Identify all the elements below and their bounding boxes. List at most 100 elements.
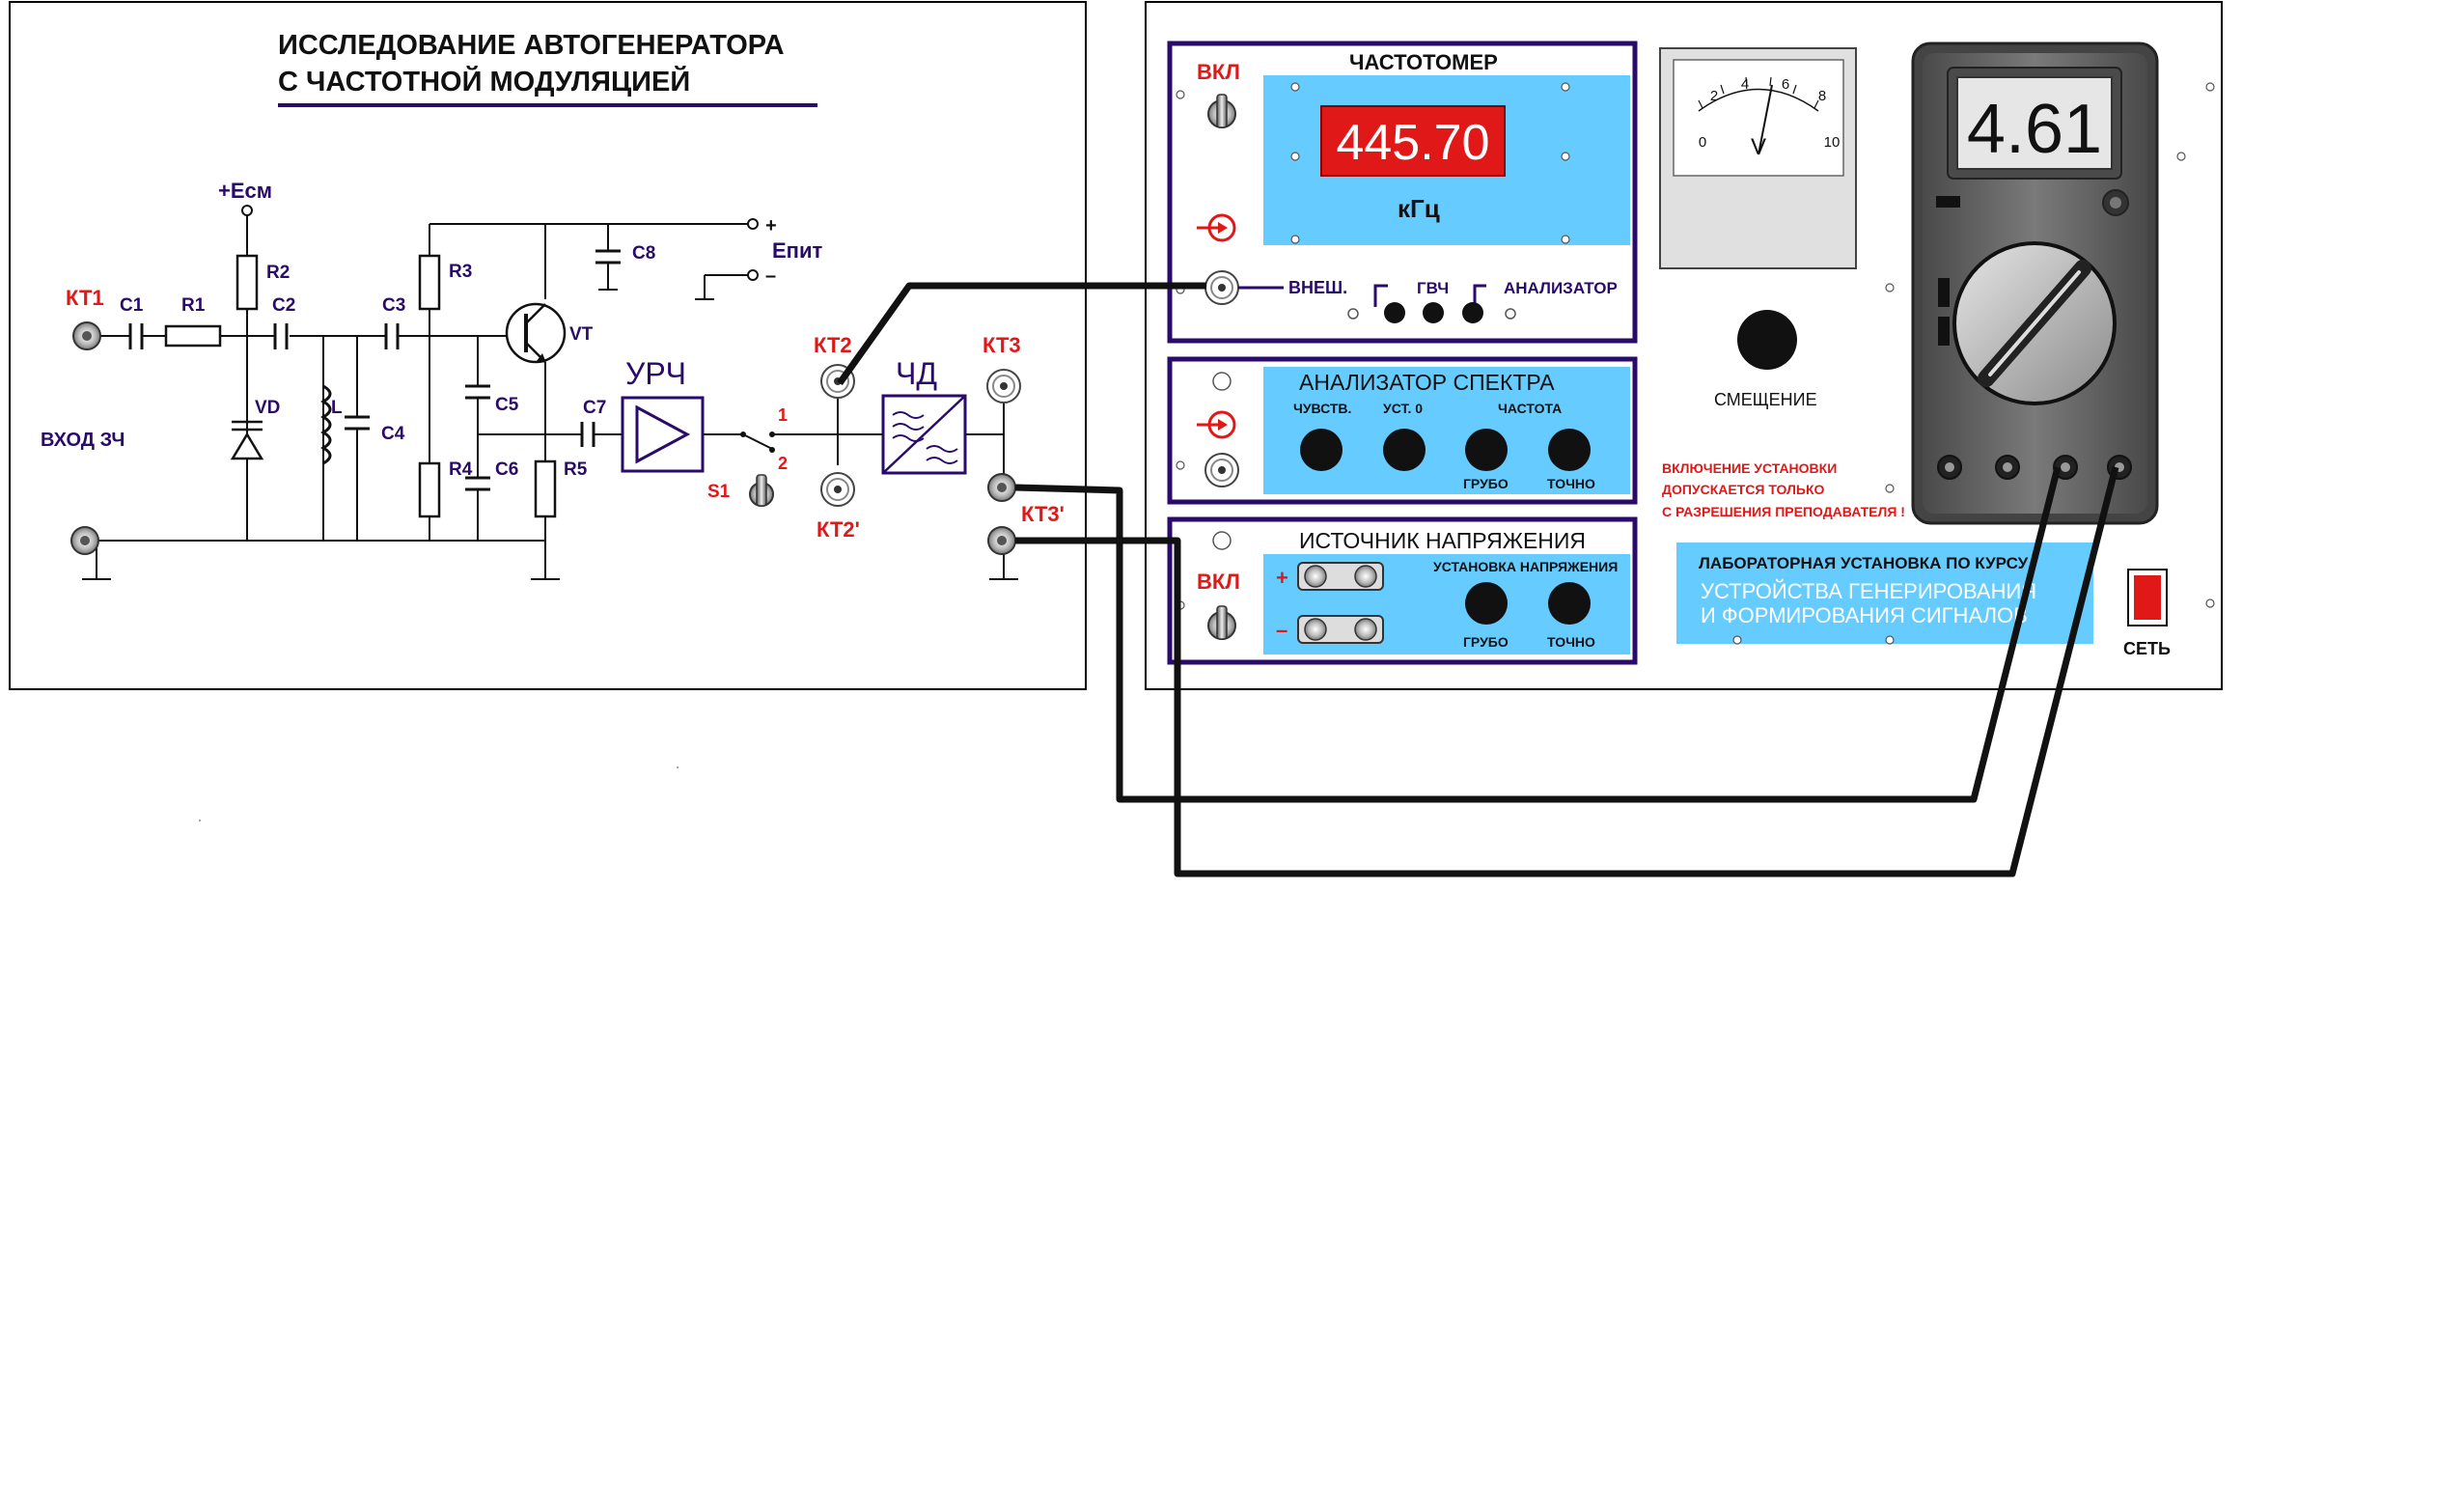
spectrum-analyzer-input-icon [1197, 410, 1236, 439]
set0-label: УСТ. 0 [1383, 401, 1423, 416]
capacitor-c5 [465, 384, 490, 400]
voltage-plus-terminals[interactable] [1297, 562, 1384, 591]
resistor-r5 [534, 459, 557, 518]
r5-label: R5 [564, 459, 588, 480]
bias-label: СМЕЩЕНИЕ [1714, 390, 1817, 409]
digital-multimeter: 4.61 [1911, 42, 2159, 525]
cable-kt3prime-to-multimeter [1015, 466, 2119, 877]
capacitor-c1 [128, 323, 144, 349]
freq-meter-on-label: ВКЛ [1197, 60, 1240, 84]
supply-label: Eпит [772, 238, 822, 263]
freq-meter-power-toggle[interactable] [1207, 94, 1236, 128]
multimeter-range-dial[interactable] [1952, 241, 2117, 405]
voltage-minus-terminals[interactable] [1297, 615, 1384, 644]
freq-coarse-knob[interactable] [1465, 429, 1508, 471]
power-switch[interactable] [2134, 575, 2161, 620]
power-label: СЕТЬ [2123, 639, 2171, 658]
multimeter-mark-1 [1938, 278, 1950, 307]
selector-line-left [1373, 284, 1388, 307]
voltage-source-led [1212, 531, 1232, 550]
capacitor-c3 [384, 323, 400, 349]
voltage-setting-label: УСТАНОВКА НАПРЯЖЕНИЯ [1433, 559, 1618, 574]
warning-line1: ВКЛЮЧЕНИЕ УСТАНОВКИ [1662, 460, 1837, 476]
spectrum-analyzer-panel: АНАЛИЗАТОР СПЕКТРА ЧУВСТВ. УСТ. 0 ЧАСТОТ… [1167, 356, 1638, 505]
bias-knob[interactable] [1737, 310, 1797, 370]
supply-minus-terminal [747, 269, 759, 281]
rf-amplifier-block [621, 396, 705, 473]
varicap-vd [230, 420, 264, 460]
c7-label: C7 [583, 398, 606, 418]
schematic-title-line2: С ЧАСТОТНОЙ МОДУЛЯЦИЕЙ [278, 65, 690, 97]
voltmeter-tick-0: 0 [1699, 134, 1706, 151]
spectrum-analyzer-input-jack[interactable] [1204, 453, 1239, 487]
input-label: ВХОД ЗЧ [41, 430, 125, 451]
schematic-title-line1: ИССЛЕДОВАНИЕ АВТОГЕНЕРАТОРА [278, 30, 785, 61]
resistor-r2 [235, 254, 259, 311]
kt3-output-jack[interactable] [987, 473, 1016, 502]
supply-minus-sign: – [765, 265, 776, 287]
freq-meter-gvch-label: ГВЧ [1417, 279, 1449, 297]
kt3-prime-jack[interactable] [987, 526, 1016, 555]
voltage-coarse-knob[interactable] [1465, 582, 1508, 625]
freq-meter-ext-jack[interactable] [1204, 270, 1239, 305]
r2-label: R2 [266, 263, 290, 283]
lab-banner-line2: УСТРОЙСТВА ГЕНЕРИРОВАНИЯ [1701, 579, 2036, 603]
switch-s1-contact1 [769, 431, 775, 437]
switch-s1-label: S1 [707, 482, 731, 502]
kt1-jack[interactable] [72, 321, 101, 350]
kt1-label: КТ1 [66, 286, 104, 310]
kt3-label: КТ3 [983, 333, 1021, 357]
voltage-plus-sign: + [1276, 566, 1288, 590]
zero-set-knob[interactable] [1383, 429, 1426, 471]
voltage-source-power-toggle[interactable] [1207, 605, 1236, 640]
analog-voltmeter: 0 2 4 6 8 10 V [1659, 47, 1857, 269]
kt2-prime-label: КТ2' [817, 517, 860, 542]
supply-plus-terminal [747, 218, 759, 230]
l-label: L [331, 398, 343, 418]
voltmeter-needle [1758, 84, 1773, 155]
test-cables [837, 282, 2119, 877]
freq-meter-ext-button[interactable] [1384, 302, 1405, 323]
freq-fine-knob[interactable] [1548, 429, 1591, 471]
c2-label: C2 [272, 295, 295, 316]
c5-label: C5 [495, 395, 519, 415]
capacitor-c4 [345, 415, 370, 431]
multimeter-socket [2102, 189, 2129, 216]
voltage-source-on-label: ВКЛ [1197, 570, 1240, 594]
freq-meter-analyzer-button[interactable] [1462, 302, 1483, 323]
bias-terminal [241, 205, 253, 216]
voltmeter-tick-8: 8 [1818, 88, 1826, 104]
c1-label: C1 [120, 295, 144, 316]
multimeter-power-button[interactable] [1936, 196, 1960, 208]
c3-label: C3 [382, 295, 405, 316]
sensitivity-knob[interactable] [1300, 429, 1343, 471]
multimeter-mark-2 [1938, 317, 1950, 346]
stray-dot-1 [677, 766, 678, 768]
spectrum-analyzer-led [1212, 372, 1232, 391]
inductor-l [319, 384, 332, 465]
selector-led-1 [1347, 308, 1359, 320]
warning-line3: С РАЗРЕШЕНИЯ ПРЕПОДАВАТЕЛЯ ! [1662, 504, 1905, 519]
kt2-prime-jack[interactable] [820, 472, 855, 507]
voltage-minus-sign: – [1276, 618, 1287, 642]
resistor-r1 [164, 324, 222, 348]
kt2-label: КТ2 [814, 333, 852, 357]
voltage-fine-knob[interactable] [1548, 582, 1591, 625]
schematic-board: ИССЛЕДОВАНИЕ АВТОГЕНЕРАТОРА С ЧАСТОТНОЙ … [9, 1, 1087, 690]
input-ground-jack[interactable] [70, 526, 99, 555]
coarse-label: ГРУБО [1463, 476, 1509, 491]
freq-meter-gvch-button[interactable] [1423, 302, 1444, 323]
c8-label: C8 [632, 243, 655, 264]
vd-label: VD [255, 398, 280, 418]
fine-label: ТОЧНО [1547, 476, 1595, 491]
switch-pos2-label: 2 [778, 454, 788, 473]
warning-line2: ДОПУСКАЕТСЯ ТОЛЬКО [1662, 482, 1825, 497]
supply-plus-sign: + [765, 215, 777, 237]
multimeter-lcd [1956, 76, 2113, 170]
freq-meter-reading: 445.70 [1336, 115, 1489, 171]
lab-banner-line1: ЛАБОРАТОРНАЯ УСТАНОВКА ПО КУРСУ [1699, 554, 2029, 572]
kt3-jack[interactable] [986, 369, 1021, 404]
switch-s1-toggle[interactable] [749, 474, 774, 507]
